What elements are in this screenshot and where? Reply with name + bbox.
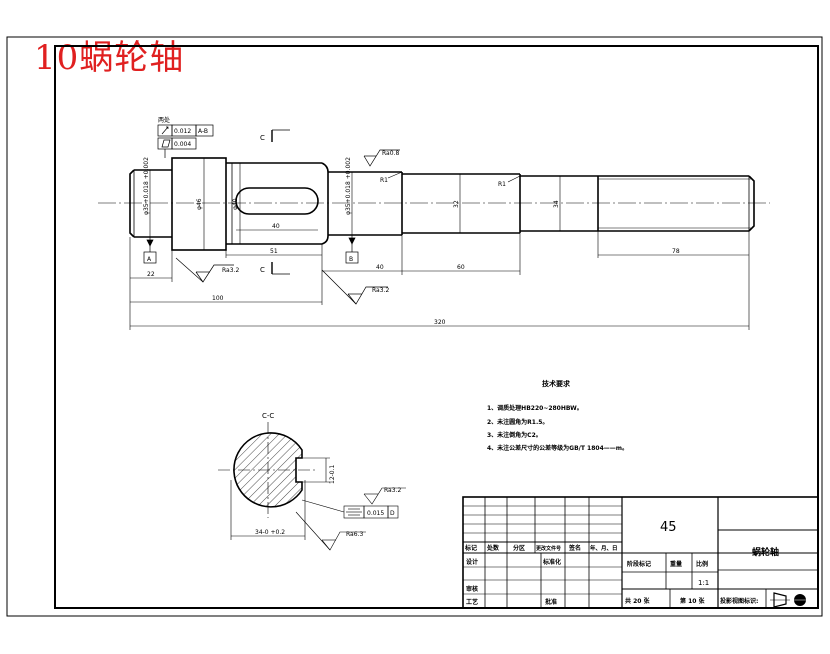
tb-label-mark: 标记 xyxy=(464,544,477,552)
outer-border xyxy=(6,36,823,617)
roughness-symbols xyxy=(175,149,400,305)
length-60: 60 xyxy=(457,264,465,271)
section-marker-top xyxy=(271,129,290,142)
tb-weight: 重量 xyxy=(670,560,682,568)
tb-label-zone: 分区 xyxy=(513,544,525,552)
tolerance-frames xyxy=(157,124,214,158)
section-diameter: 34-0 +0.2 xyxy=(255,529,285,536)
dia-d1: φ35+0.018 +0.002 xyxy=(143,157,150,215)
radius-r1: R1 xyxy=(380,177,388,184)
tb-stage-mark: 阶段标记 xyxy=(627,560,651,568)
section-roughness-a: Ra3.2 xyxy=(384,487,401,494)
tech-req-item-3: 3、未注倒角为C2。 xyxy=(487,431,542,439)
tb-review: 审核 xyxy=(466,585,478,593)
section-roughness-b: Ra6.3 xyxy=(346,531,363,538)
tol1-value: 0.012 xyxy=(174,128,191,135)
section-view xyxy=(218,422,318,518)
tech-requirements: 技术要求 1、调质处理HB220~280HBW。 2、未注圆角为R1.5。 3、… xyxy=(487,379,628,452)
keyway-slot xyxy=(235,187,319,215)
radius-r2: R1 xyxy=(498,181,506,188)
tol1-datum: A-B xyxy=(198,128,208,135)
section-key-depth: 12-0.1 xyxy=(329,464,336,484)
length-40: 40 xyxy=(376,264,384,271)
section-marker-top-label: C xyxy=(260,134,265,142)
dia-d5: 32 xyxy=(453,200,460,208)
tb-design: 设计 xyxy=(466,558,478,566)
tb-label-count: 处数 xyxy=(486,544,500,552)
section-symm-datum: D xyxy=(390,510,395,517)
tb-projection-label: 投影视图标识: xyxy=(720,597,758,605)
tol2-value: 0.004 xyxy=(174,141,191,148)
tb-material: 45 xyxy=(660,520,677,535)
tb-scale: 1:1 xyxy=(698,579,709,587)
section-marker-bottom xyxy=(271,262,290,275)
tech-req-item-2: 2、未注圆角为R1.5。 xyxy=(487,418,548,426)
length-100: 100 xyxy=(212,295,224,302)
tb-process: 工艺 xyxy=(466,598,478,606)
drawing-title: 10蜗轮轴 xyxy=(34,38,185,78)
datum-b-label: B xyxy=(349,256,353,263)
tb-scale-label: 比例 xyxy=(696,560,708,568)
collar xyxy=(171,157,227,251)
dia-d3: φ40 xyxy=(232,198,239,210)
length-320: 320 xyxy=(434,319,446,326)
length-22: 22 xyxy=(147,271,155,278)
tech-req-heading: 技术要求 xyxy=(542,379,571,388)
projection-symbol-icon xyxy=(770,592,809,608)
shaft-main-view xyxy=(98,157,770,251)
dia-d6: 34 xyxy=(553,200,560,208)
length-78: 78 xyxy=(672,248,680,255)
tb-approve: 批准 xyxy=(545,598,557,606)
tech-req-item-1: 1、调质处理HB220~280HBW。 xyxy=(487,404,583,412)
datum-b xyxy=(345,235,359,264)
tb-total-sheets: 共 20 张 xyxy=(625,597,651,605)
key-length: 40 xyxy=(272,223,280,230)
tb-part-name: 蜗轮轴 xyxy=(752,546,779,558)
datum-a xyxy=(143,237,157,264)
dia-d2: φ46 xyxy=(196,198,203,210)
roughness-r3: Ra3.2 xyxy=(372,287,389,294)
tb-standardize: 标准化 xyxy=(542,558,561,566)
roughness-r2: Ra3.2 xyxy=(222,267,239,274)
tb-sheet-no: 第 10 张 xyxy=(679,597,706,605)
tb-label-sign: 签名 xyxy=(568,544,581,552)
tech-req-item-4: 4、未注公差尺寸的公差等级为GB/T 1804——m。 xyxy=(487,444,628,452)
title-block xyxy=(462,496,819,609)
length-51: 51 xyxy=(270,248,278,255)
tb-label-changefile: 更改文件号 xyxy=(536,545,561,552)
tolerance-heading: 两处 xyxy=(158,116,170,124)
datum-a-label: A xyxy=(147,256,152,263)
section-label: C-C xyxy=(262,412,274,420)
shoulder-fillet xyxy=(321,162,329,245)
roughness-r1: Ra0.8 xyxy=(382,150,399,157)
dia-d4: φ35+0.018 +0.002 xyxy=(345,157,352,215)
left-chamfer xyxy=(129,169,135,238)
diameter-dims xyxy=(149,158,561,250)
section-symm-value: 0.015 xyxy=(367,510,384,517)
inner-frame xyxy=(54,45,819,609)
length-dims xyxy=(129,231,750,330)
tb-label-date: 年、月、日 xyxy=(590,544,618,552)
section-dims xyxy=(230,457,406,551)
section-marker-bottom-label: C xyxy=(260,266,265,274)
